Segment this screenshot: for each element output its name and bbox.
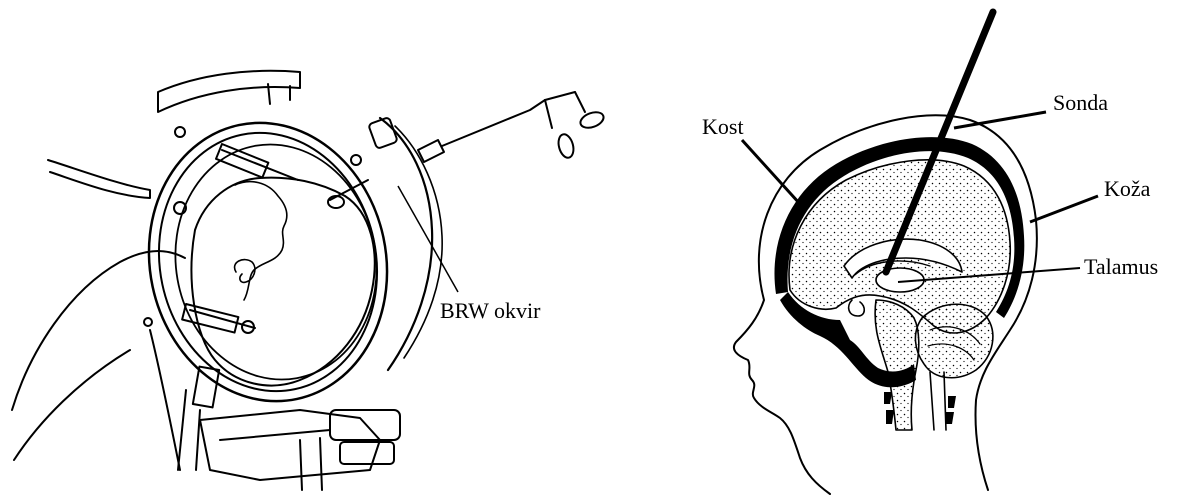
patient-ear — [235, 260, 255, 283]
frame-base-clamp — [200, 410, 380, 480]
skin-pointer-line — [1030, 196, 1098, 222]
brainstem — [875, 300, 919, 430]
stereotactic-frame-illustration — [12, 71, 606, 490]
label-skin: Koža — [1104, 178, 1150, 200]
label-thalamus: Talamus — [1084, 256, 1158, 278]
label-bone: Kost — [702, 116, 744, 138]
frame-inner-ring — [157, 128, 395, 395]
frame-lower-post — [193, 367, 219, 408]
frame-right-arc — [380, 118, 432, 370]
probe-holder-arm — [418, 140, 444, 162]
head-cross-section-illustration — [734, 12, 1037, 494]
cerebellum — [915, 304, 992, 377]
label-probe: Sonda — [1053, 92, 1108, 114]
patient-back — [14, 350, 130, 460]
patient-body — [12, 251, 185, 410]
frame-top-arc — [158, 71, 300, 112]
label-brw-frame: BRW okvir — [440, 300, 540, 322]
patient-shoulder — [48, 160, 150, 198]
